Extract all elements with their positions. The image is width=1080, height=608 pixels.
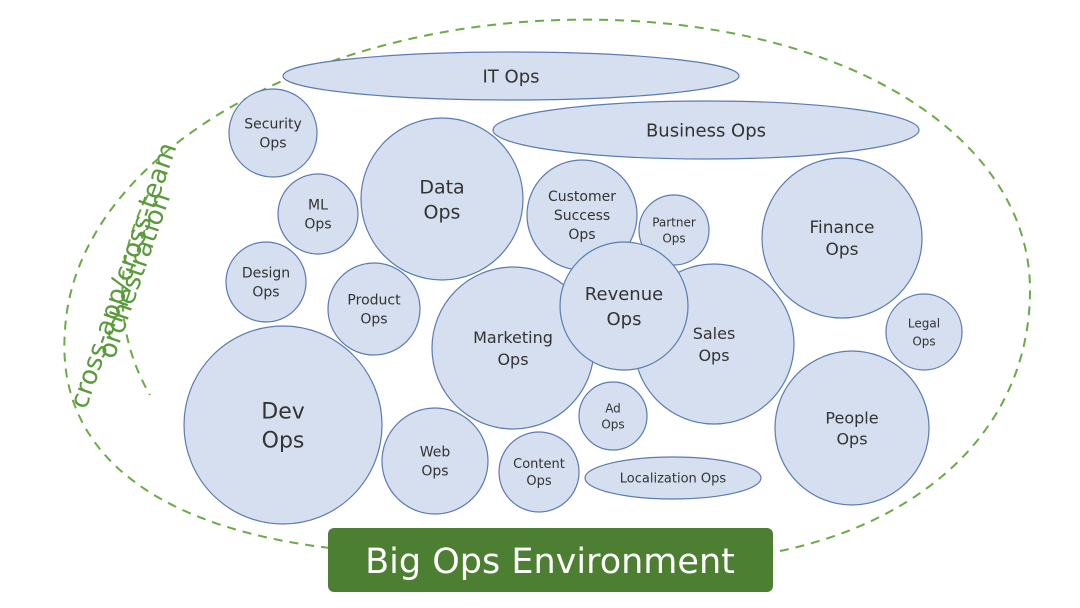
product-bubble-shape — [327, 262, 421, 356]
marketing-label-line-1: Marketing — [473, 328, 553, 347]
environment-banner-box — [328, 528, 773, 592]
security-label-line-2: Ops — [259, 136, 286, 152]
customer-success-label-line-2: Success — [554, 208, 610, 224]
legal-label-line-1: Legal — [908, 316, 940, 330]
customer-success-label-line-3: Ops — [568, 227, 595, 243]
business-bubble-shape — [492, 100, 920, 160]
finance-label-line-1: Finance — [809, 218, 874, 238]
ml-label-line-1: ML — [308, 198, 328, 214]
web-bubble-shape — [381, 407, 489, 515]
it-bubble-shape — [282, 51, 740, 101]
security-bubble-shape — [228, 88, 318, 178]
legal-label-line-2: Ops — [912, 334, 935, 348]
partner-label-line-2: Ops — [662, 231, 685, 245]
data-label-line-1: Data — [419, 176, 464, 198]
content-label-line-1: Content — [513, 457, 565, 472]
content-label-line-2: Ops — [526, 474, 551, 489]
ad-label-line-2: Ops — [601, 417, 624, 431]
design-bubble-shape — [225, 241, 307, 323]
product-label-line-2: Ops — [360, 312, 387, 328]
design-label-line-2: Ops — [252, 285, 279, 301]
data-bubble-shape — [360, 117, 524, 281]
revenue-label-line-1: Revenue — [585, 284, 663, 305]
it-label-line-1: IT Ops — [483, 66, 540, 87]
security-label-line-1: Security — [244, 117, 302, 133]
orchestration-label: cross-app/cross-team orchestration — [64, 139, 183, 412]
marketing-label-line-2: Ops — [497, 350, 528, 369]
dev-label-line-2: Ops — [262, 428, 305, 453]
localization-bubble-shape — [584, 456, 762, 500]
business-label-line-1: Business Ops — [646, 120, 766, 141]
product-label-line-1: Product — [347, 293, 401, 309]
inner-dashed-arc — [121, 194, 151, 396]
ml-label-line-2: Ops — [304, 217, 331, 233]
partner-bubble-shape — [638, 194, 710, 266]
orchestration-orbit — [63, 18, 1032, 554]
environment-banner: Big Ops Environment — [328, 528, 773, 592]
sales-label-line-2: Ops — [698, 346, 729, 365]
customer-success-label-line-1: Customer — [548, 189, 616, 205]
sales-label-line-1: Sales — [693, 324, 736, 343]
ad-bubble-shape — [578, 381, 648, 451]
web-label-line-2: Ops — [421, 464, 448, 480]
ops-bubble-localization: Localization Ops — [584, 456, 762, 500]
dev-bubble-shape — [183, 325, 383, 525]
web-label-line-1: Web — [420, 445, 451, 461]
revenue-bubble-shape — [559, 241, 689, 371]
localization-label-line-1: Localization Ops — [620, 472, 727, 487]
people-label-line-2: Ops — [836, 429, 867, 448]
content-bubble-shape — [498, 431, 580, 513]
design-label-line-1: Design — [242, 266, 290, 282]
revenue-label-line-2: Ops — [607, 309, 642, 330]
environment-title: Big Ops Environment — [365, 542, 735, 582]
dev-label-line-1: Dev — [261, 399, 305, 424]
finance-label-line-2: Ops — [825, 240, 858, 260]
outer-dashed-ellipse — [63, 18, 1032, 554]
data-label-line-2: Ops — [424, 201, 461, 223]
finance-bubble-shape — [761, 157, 923, 319]
ops-bubble-it: IT Ops — [282, 51, 740, 101]
people-label-line-1: People — [825, 408, 878, 427]
ops-bubble-business: Business Ops — [492, 100, 920, 160]
ad-label-line-1: Ad — [605, 401, 621, 415]
ml-bubble-shape — [277, 173, 359, 255]
legal-bubble-shape — [885, 293, 963, 371]
partner-label-line-1: Partner — [652, 215, 696, 229]
people-bubble-shape — [774, 350, 930, 506]
ops-bubble-ml: ML Ops — [277, 173, 359, 255]
